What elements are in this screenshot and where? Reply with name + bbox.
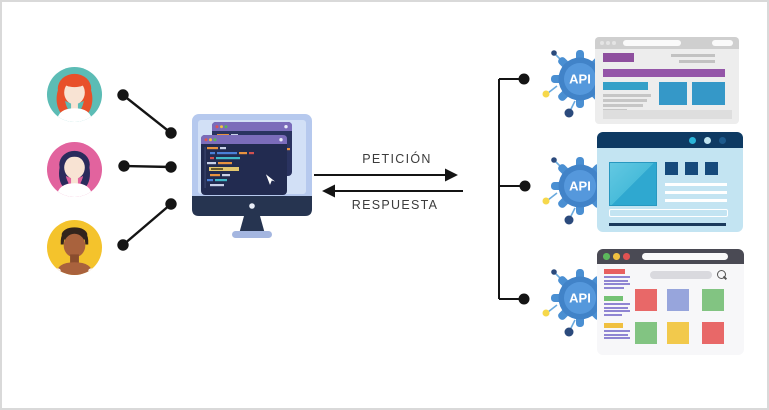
- browser1-purple-button: [603, 53, 634, 62]
- gear: API: [551, 157, 609, 215]
- text-line: [665, 191, 727, 194]
- window-dot: [719, 137, 726, 144]
- website-window-3: [597, 249, 744, 355]
- gallery-tile-green: [702, 289, 724, 311]
- computer-code-editor-icon: [192, 114, 312, 238]
- browser1-blue-panel: [692, 82, 725, 105]
- monitor-power-dot: [249, 203, 255, 209]
- code-lines: [204, 147, 254, 188]
- api-label: API: [569, 72, 591, 87]
- text-line: [679, 60, 715, 63]
- browser2-outline-bar: [609, 209, 728, 217]
- window-dot-red: [623, 253, 630, 260]
- sidebar-heading-yellow: [604, 323, 623, 328]
- window-dot: [689, 137, 696, 144]
- sidebar-line: [604, 306, 628, 309]
- text-line: [665, 183, 727, 186]
- browser1-blue-panel: [659, 82, 687, 105]
- browser2-nav-tile: [665, 162, 678, 175]
- browser1-tab-slot: [712, 40, 733, 46]
- search-bar: [650, 271, 712, 279]
- window-dot-green: [603, 253, 610, 260]
- sidebar-line: [604, 279, 628, 282]
- browser3-titlebar: [597, 249, 744, 264]
- browser1-titlebar: [595, 37, 739, 49]
- window-dot: [704, 137, 711, 144]
- gallery-tile-yellow: [667, 322, 689, 344]
- man-dark-hair-avatar-icon: [46, 219, 103, 276]
- sidebar-line: [604, 310, 630, 312]
- text-line: [665, 199, 727, 202]
- text-line: [603, 99, 647, 102]
- window-dot: [606, 41, 610, 45]
- woman-red-hair-avatar-icon: [46, 66, 103, 123]
- text-line: [671, 54, 715, 57]
- sidebar-heading-red: [604, 269, 625, 274]
- text-line: [603, 104, 643, 107]
- browser2-nav-tile: [685, 162, 698, 175]
- sidebar-line: [604, 337, 630, 339]
- sidebar-line: [604, 283, 630, 285]
- api-gear-2-icon: API: [542, 157, 609, 225]
- address-bar: [623, 40, 681, 46]
- gear: API: [551, 269, 609, 327]
- sidebar-line: [604, 330, 630, 332]
- window-dot-yellow: [613, 253, 620, 260]
- endpoint-bracket: [498, 73, 531, 305]
- api-gear-3-icon: API: [542, 269, 609, 337]
- website-window-1: [595, 37, 739, 124]
- address-bar: [642, 253, 728, 260]
- user-to-computer-links: [117, 89, 177, 251]
- gallery-tile-red: [702, 322, 724, 344]
- text-line: [603, 94, 651, 97]
- request-response-arrows: [314, 168, 463, 198]
- browser2-hero-image: [609, 162, 657, 206]
- sidebar-line: [604, 333, 628, 336]
- window-dot: [612, 41, 616, 45]
- browser1-purple-banner: [603, 69, 725, 77]
- gallery-tile-red: [635, 289, 657, 311]
- gallery-tile-blue: [667, 289, 689, 311]
- api-label: API: [569, 179, 591, 194]
- api-gear-1-icon: API: [542, 50, 609, 118]
- sidebar-line: [604, 313, 622, 316]
- gallery-tile-green: [635, 322, 657, 344]
- browser2-nav-tile: [705, 162, 718, 175]
- sidebar-line: [604, 276, 630, 278]
- search-icon: [717, 270, 726, 279]
- gear: API: [551, 50, 609, 108]
- cursor-icon: [264, 171, 278, 188]
- browser1-footer-bar: [603, 110, 732, 119]
- code-window-front: [201, 135, 287, 195]
- woman-dark-hair-avatar-icon: [46, 141, 103, 198]
- browser2-titlebar: [597, 132, 743, 148]
- sidebar-heading-green: [604, 296, 623, 301]
- window-dot: [600, 41, 604, 45]
- request-label: PETICIÓN: [362, 152, 432, 166]
- browser1-teal-bar: [603, 82, 648, 90]
- response-label: RESPUESTA: [351, 198, 439, 212]
- sidebar-line: [604, 286, 624, 289]
- api-label: API: [569, 291, 591, 306]
- sidebar-line: [604, 303, 630, 305]
- website-window-2: [597, 132, 743, 232]
- browser2-bottom-rule: [609, 223, 726, 226]
